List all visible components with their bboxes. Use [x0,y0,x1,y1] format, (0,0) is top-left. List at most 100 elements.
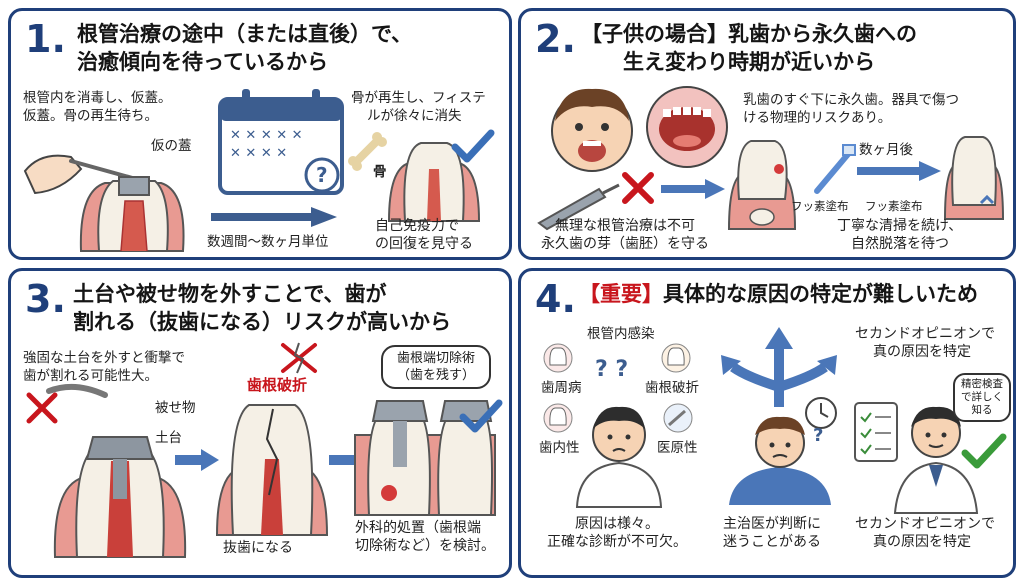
fracture-label: 歯根破折 [645,380,699,396]
right-text-1: 骨が再生し、フィステ [351,90,486,106]
extraction-label: 抜歯になる [223,540,293,556]
arrow-right [175,449,219,471]
panel-diagnosis-difficulty: 4. 【重要】具体的な原因の特定が難しいため 根管内感染 歯周病 歯根破折 ? … [518,268,1016,578]
progress-arrow [211,207,337,227]
left-text-2: 仮蓋。骨の再生待ち。 [23,108,158,124]
bottom-right-2: 自然脱落を待つ [851,236,949,252]
apicoectomy-line2: （歯を残す） [396,368,475,383]
fluoride-label-2: フッ素塗布 [865,199,923,213]
calendar-icon: ✕ ✕ ✕ ✕ ✕ ✕ ✕ ✕ ✕ ? [218,89,344,195]
arrow-right [857,161,941,181]
right-text-2: ルが徐々に消失 [367,108,462,124]
right-top-1: セカンドオピニオンで [855,326,995,342]
svg-text:✕ ✕ ✕ ✕: ✕ ✕ ✕ ✕ [230,146,287,161]
bone-icon [348,132,387,171]
title-rest: 具体的な原因の特定が難しいため [663,282,978,306]
apicoectomy-teeth-illustration [354,400,496,516]
temp-cap-label: 仮の蓋 [151,138,192,154]
mouth-closeup-illustration [646,86,728,168]
panel-number: 3. [25,277,66,321]
bottom-left-1: 無理な根管治療は不可 [555,218,695,234]
panel-title-line2: 生え変わり時期が近いから [623,50,875,74]
arrow-right [661,179,725,199]
second-opinion-doctor-illustration [893,406,979,514]
post-label: 土台 [155,430,182,446]
months-later-label: 数ヶ月後 [859,142,913,158]
panel-number: 1. [25,17,66,61]
cross-icon [26,392,58,424]
panel-title-line1: 根管治療の途中（または直後）で、 [77,22,413,46]
panel-number: 4. [535,277,576,321]
panel-root-canal-healing: 1. 根管治療の途中（または直後）で、 治癒傾向を待っているから 根管内を消毒し… [8,8,512,260]
checklist-icon [854,402,898,462]
bubble-line2: で詳しく [961,391,1003,403]
bubble-line1: 精密検査 [961,378,1003,390]
mid-bottom-2: 迷うことがある [723,534,821,550]
panel-title: 【重要】具体的な原因の特定が難しいため [579,281,978,308]
bubble-line3: 知る [971,404,993,416]
panel-child-teeth: 2. 【子供の場合】乳歯から永久歯への 生え変わり時期が近いから 乳歯のすぐ下に… [518,8,1016,260]
patient-confused-illustration: ? [729,416,831,505]
clock-icon [805,397,837,429]
dental-drill-illustration [537,183,620,231]
permanent-tooth-illustration [943,136,1005,220]
cross-icon [622,172,654,204]
left-text-1: 根管内を消毒し、仮蓋。 [23,90,172,106]
tooth-fracture-icon [661,343,691,373]
svg-text:✕ ✕ ✕ ✕ ✕: ✕ ✕ ✕ ✕ ✕ [230,128,303,143]
diverging-arrows-icon [721,327,837,407]
infection-label: 根管内感染 [587,326,655,342]
apicoectomy-bubble: 歯根端切除術 （歯を残す） [381,345,491,389]
bottom-right-2: の回復を見守る [375,236,473,252]
crown-post-tooth-illustration [46,383,187,558]
surgery-text-1: 外科的処置（歯根端 [355,520,481,536]
no-icon [281,342,317,374]
child-face-illustration [551,88,633,172]
toothbrush-icon [814,144,856,194]
dentist-thinking-illustration [575,406,663,508]
title-important: 【重要】 [579,282,663,306]
svg-text:?: ? [316,163,328,187]
tooth-temp-cap-illustration [23,154,185,252]
doctor-speech-bubble: 精密検査 で詳しく 知る [953,373,1011,422]
left-bottom-1: 原因は様々。 [575,516,659,532]
right-top-2: 真の原因を特定 [873,344,971,360]
dental-tool-icon [663,403,693,433]
bottom-right-1: 自己免疫力で [375,218,459,234]
healed-tooth-illustration [387,142,481,222]
right-text-1: 乳歯のすぐ下に永久歯。器具で傷つ [743,92,959,108]
check-icon [451,129,495,163]
bottom-right-1: 丁寧な清掃を続け、 [837,218,963,234]
mid-bottom-1: 主治医が判断に [723,516,821,532]
perio-label: 歯周病 [541,380,582,396]
surgery-text-2: 切除術など）を検討。 [355,538,495,554]
left-text-1: 強固な土台を外すと衝撃で [23,350,185,366]
bottom-left-2: 永久歯の芽（歯胚）を守る [541,236,709,252]
fluoride-label-1: フッ素塗布 [791,199,849,213]
tooth-endo-icon [543,403,573,433]
bone-label: 骨 [373,164,387,180]
right-bottom-2: 真の原因を特定 [873,534,971,550]
tooth-perio-icon [543,343,573,373]
iatrogenic-label: 医原性 [657,440,698,456]
endo-label: 歯内性 [539,440,580,456]
baby-tooth-illustration [727,140,797,230]
panel-title-line1: 【子供の場合】乳歯から永久歯への [581,22,917,46]
left-text-2: 歯が割れる可能性大。 [23,368,158,384]
calendar-caption: 数週間〜数ヶ月単位 [207,234,329,250]
right-text-2: ける物理的リスクあり。 [743,110,892,126]
panel-title-line2: 治癒傾向を待っているから [77,50,328,74]
panel-title-line2: 割れる（抜歯になる）リスクが高いから [73,310,451,334]
panel-fracture-risk: 3. 土台や被せ物を外すことで、歯が 割れる（抜歯になる）リスクが高いから 強固… [8,268,512,578]
apicoectomy-line1: 歯根端切除術 [396,351,475,366]
right-bottom-1: セカンドオピニオンで [855,516,995,532]
fractured-tooth-illustration [215,404,329,536]
crown-label: 被せ物 [155,400,196,416]
check-icon [961,433,1007,469]
fracture-label: 歯根破折 [247,376,308,394]
panel-title-line1: 土台や被せ物を外すことで、歯が [73,282,387,306]
check-icon [459,399,503,433]
left-bottom-2: 正確な診断が不可欠。 [547,534,687,550]
question-mark-icon: ? ? [595,357,629,382]
svg-text:?: ? [813,425,823,446]
